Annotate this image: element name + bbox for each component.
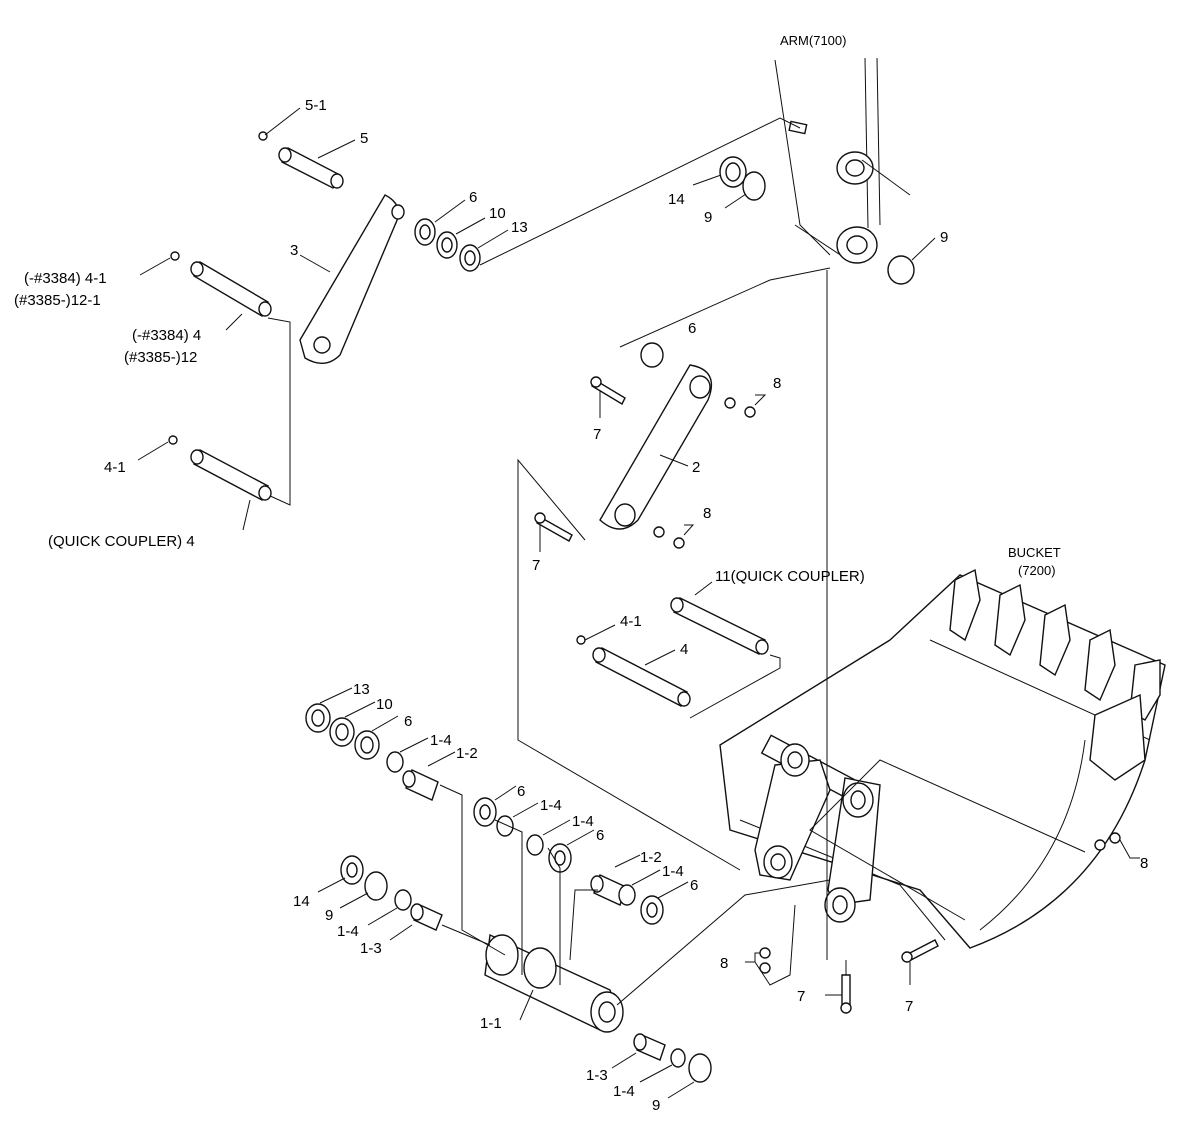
callout-4-1-upper-a: (-#3384) 4-1 bbox=[24, 270, 107, 287]
callout-14-top: 14 bbox=[668, 191, 685, 208]
top-arm-seals bbox=[692, 156, 936, 285]
callout-7-middle-2: 7 bbox=[532, 557, 540, 574]
lower-link-assembly bbox=[305, 703, 831, 1083]
callout-13-top: 13 bbox=[511, 219, 528, 236]
callout-6-bottom-3: 6 bbox=[596, 827, 604, 844]
callout-labels: ARM(7100) BUCKET (7200) 5-1 5 6 10 13 14… bbox=[14, 33, 1148, 1114]
callout-1-3-a: 1-3 bbox=[360, 940, 382, 957]
arm-assembly bbox=[774, 57, 911, 264]
callout-6-top: 6 bbox=[469, 189, 477, 206]
callout-8-middle-1: 8 bbox=[773, 375, 781, 392]
callout-1-4-e: 1-4 bbox=[337, 923, 359, 940]
callout-6-bottom-1: 6 bbox=[404, 713, 412, 730]
callout-4-lower: 4 bbox=[680, 641, 688, 658]
callout-1-4-d: 1-4 bbox=[662, 863, 684, 880]
top-washers bbox=[414, 117, 801, 272]
callout-2: 2 bbox=[692, 459, 700, 476]
callout-4-1-upper-b: (#3385-)12-1 bbox=[14, 292, 101, 309]
callout-7-middle-1: 7 bbox=[593, 426, 601, 443]
callout-1-3-b: 1-3 bbox=[586, 1067, 608, 1084]
callout-7-bottom-1: 7 bbox=[797, 988, 805, 1005]
callout-1-4-b: 1-4 bbox=[540, 797, 562, 814]
callout-4-quick-coupler: (QUICK COUPLER) 4 bbox=[48, 533, 195, 550]
callout-6-bottom-2: 6 bbox=[517, 783, 525, 800]
bucket-label-line1: BUCKET bbox=[1008, 545, 1061, 560]
pin-4-quick-coupler bbox=[137, 435, 272, 531]
callout-5: 5 bbox=[360, 130, 368, 147]
callout-10-top: 10 bbox=[489, 205, 506, 222]
callout-4-1-lower: 4-1 bbox=[620, 613, 642, 630]
pin-4-upper bbox=[139, 251, 291, 506]
callout-9-right: 9 bbox=[940, 229, 948, 246]
callout-8-right: 8 bbox=[1140, 855, 1148, 872]
callout-1-4-c: 1-4 bbox=[572, 813, 594, 830]
callout-6-middle: 6 bbox=[688, 320, 696, 337]
callout-4-upper-b: (#3385-)12 bbox=[124, 349, 197, 366]
pin-5-group bbox=[258, 107, 356, 189]
callout-14-bottom: 14 bbox=[293, 893, 310, 910]
callout-11-quick-coupler: 11(QUICK COUPLER) bbox=[715, 568, 865, 585]
callout-9-bottom-1: 9 bbox=[325, 907, 333, 924]
callout-4-1-middle: 4-1 bbox=[104, 459, 126, 476]
callout-1-4-f: 1-4 bbox=[613, 1083, 635, 1100]
bucket-assembly bbox=[719, 270, 1166, 1014]
callout-3: 3 bbox=[290, 242, 298, 259]
lower-leaders bbox=[317, 687, 695, 1099]
callout-6-bottom-4: 6 bbox=[690, 877, 698, 894]
callout-7-bottom-2: 7 bbox=[905, 998, 913, 1015]
callout-1-1: 1-1 bbox=[480, 1015, 502, 1032]
arm-label: ARM(7100) bbox=[780, 33, 846, 48]
callout-9-bottom-2: 9 bbox=[652, 1097, 660, 1114]
callout-8-bottom: 8 bbox=[720, 955, 728, 972]
callout-4-upper-a: (-#3384) 4 bbox=[132, 327, 201, 344]
link-2 bbox=[517, 267, 831, 871]
link-3 bbox=[299, 194, 405, 364]
bucket-label-line2: (7200) bbox=[1018, 563, 1056, 578]
callout-1-2-a: 1-2 bbox=[456, 745, 478, 762]
callout-1-4-a: 1-4 bbox=[430, 732, 452, 749]
callout-9-top: 9 bbox=[704, 209, 712, 226]
pin-11-and-4-lower bbox=[576, 581, 781, 719]
callout-5-1: 5-1 bbox=[305, 97, 327, 114]
callout-13-bottom: 13 bbox=[353, 681, 370, 698]
callout-1-2-b: 1-2 bbox=[640, 849, 662, 866]
callout-10-bottom: 10 bbox=[376, 696, 393, 713]
callout-8-middle-2: 8 bbox=[703, 505, 711, 522]
